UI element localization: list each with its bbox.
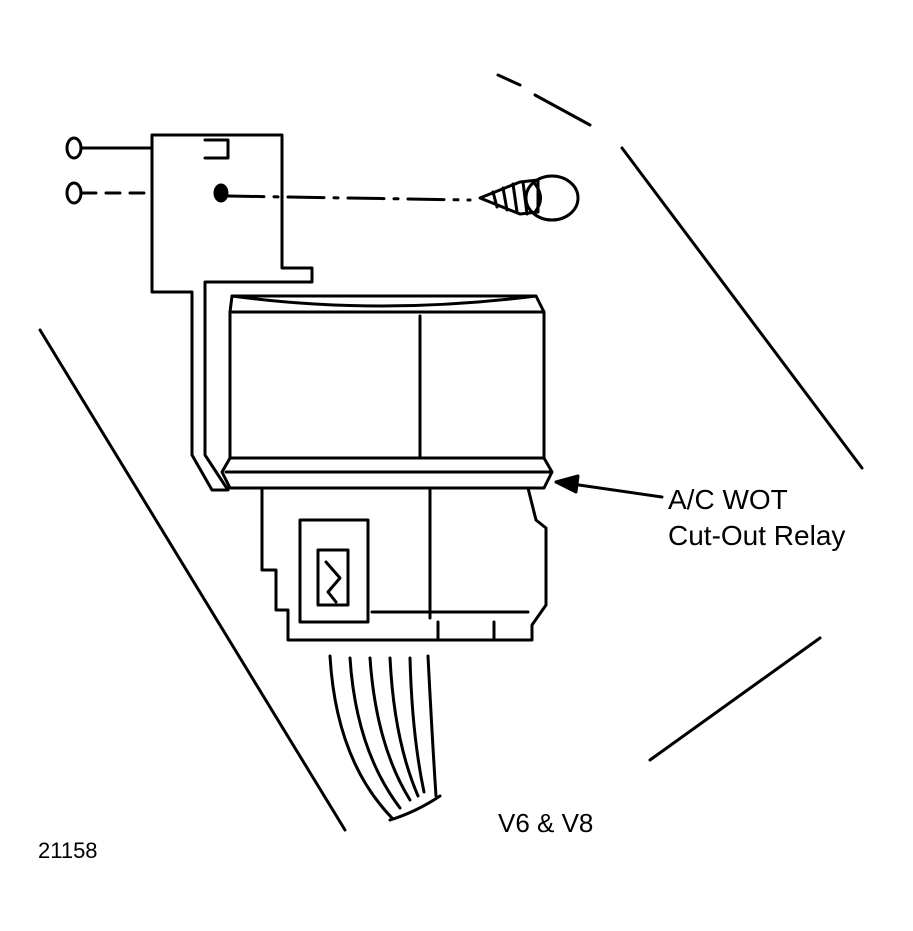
panel-outline — [38, 73, 864, 832]
callout-arrow — [554, 474, 664, 499]
mounting-screw — [478, 174, 580, 222]
callout-label-line1: A/C WOT — [668, 484, 788, 515]
mounting-bracket — [150, 133, 314, 492]
relay-connector — [260, 486, 548, 642]
bracket-slot — [203, 138, 230, 160]
engine-variant-label: V6 & V8 — [498, 808, 594, 838]
alignment-markers — [65, 136, 472, 205]
wiring-harness — [328, 654, 442, 822]
figure-number: 21158 — [38, 838, 98, 863]
callout-label-line2: Cut-Out Relay — [668, 520, 846, 551]
bracket-hole — [213, 183, 229, 203]
relay-body — [220, 294, 554, 490]
